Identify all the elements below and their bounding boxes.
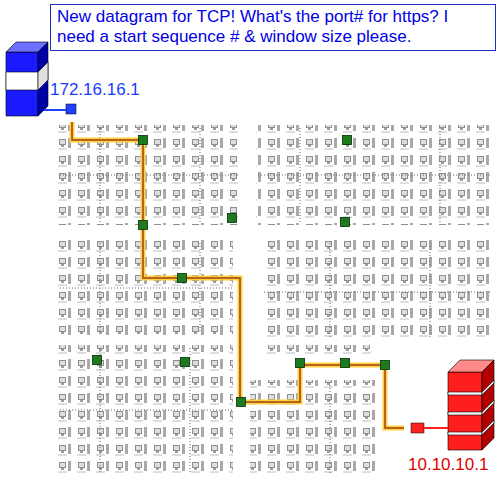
ip-address: 172.16.16.1 — [50, 80, 140, 100]
router-symbol — [343, 136, 352, 145]
router-symbol — [139, 136, 148, 145]
router-symbol — [341, 218, 350, 227]
route-glow — [72, 122, 404, 428]
computer-cluster — [250, 380, 380, 478]
router-symbol — [296, 359, 305, 368]
lan-wire — [60, 288, 232, 289]
lan-wire — [430, 243, 431, 338]
plug-wire — [44, 109, 66, 111]
router-symbol — [228, 214, 237, 223]
destination-server: 10.10.10.1 — [404, 356, 492, 477]
route-core — [72, 122, 404, 428]
server-band — [6, 72, 38, 90]
router-symbol — [237, 398, 246, 407]
server-side — [38, 42, 48, 116]
router-symbol — [139, 221, 148, 230]
server-icon — [4, 36, 5, 37]
speech-callout: New datagram for TCP! What's the port# f… — [50, 4, 496, 51]
server-band — [482, 380, 494, 395]
computer-cluster — [262, 345, 372, 357]
computer-cluster — [256, 125, 494, 225]
server-band — [482, 420, 494, 435]
server-front — [448, 372, 482, 450]
lan-wire — [100, 348, 101, 472]
network-route — [72, 122, 404, 428]
router-symbol — [178, 274, 187, 283]
callout-text: New datagram for TCP! What's the port# f… — [57, 7, 489, 47]
lan-wire — [60, 175, 238, 176]
server-band — [482, 400, 494, 415]
lan-wire — [264, 292, 492, 293]
router-symbol — [381, 361, 390, 370]
router-symbol — [93, 356, 102, 365]
server-band — [38, 62, 48, 90]
lan-wire — [100, 243, 101, 332]
router-symbol — [341, 359, 350, 368]
router-symbol — [181, 358, 190, 367]
source-server: 172.16.16.1 — [4, 36, 146, 122]
server-side — [482, 360, 494, 450]
lan-wire — [60, 410, 232, 411]
lan-wire — [300, 128, 301, 222]
lan-wire — [330, 382, 331, 475]
ip-address: 10.10.10.1 — [408, 455, 488, 475]
network-plug — [66, 104, 76, 114]
computer-cluster — [262, 240, 494, 340]
server-band — [448, 432, 482, 435]
network-plug — [411, 423, 424, 433]
lan-wire — [258, 175, 492, 176]
server-front — [6, 52, 38, 116]
lan-wire — [200, 128, 201, 222]
server-band — [448, 412, 482, 415]
server-band — [448, 392, 482, 395]
server-icon — [404, 356, 405, 357]
lan-wire — [200, 243, 201, 332]
plug-wire — [424, 427, 448, 429]
lan-wire — [440, 128, 441, 222]
computer-cluster — [58, 345, 233, 475]
lan-wire — [330, 243, 331, 338]
